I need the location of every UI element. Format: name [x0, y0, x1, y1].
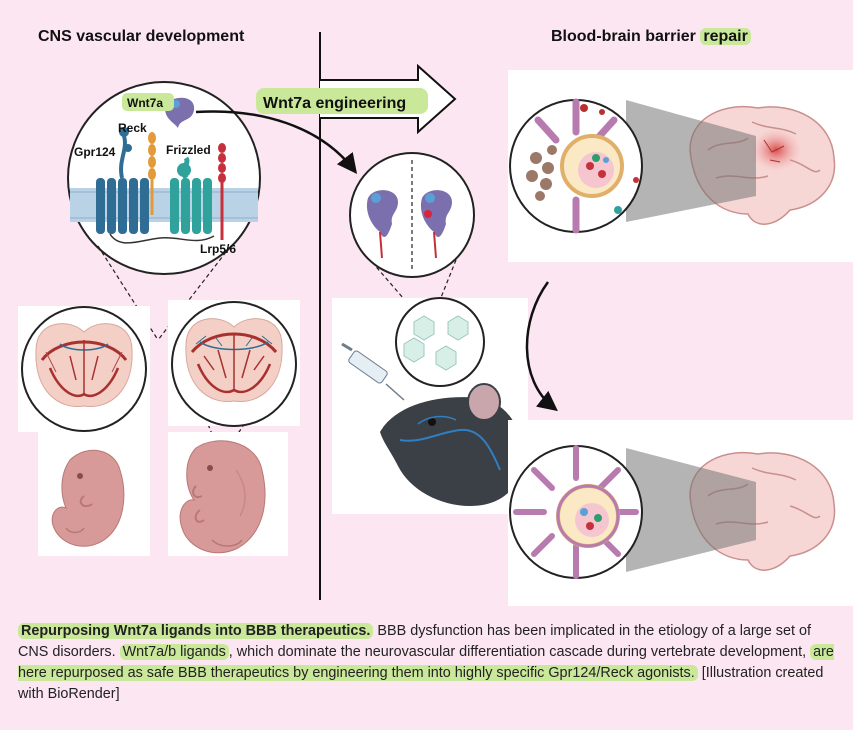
brain-section-2: [171, 301, 297, 427]
label-gpr124: Gpr124: [74, 145, 116, 159]
caption-highlight-1: Wnt7a/b ligands: [119, 644, 229, 660]
sealed-vessel-circle: [509, 445, 643, 579]
diagram-canvas: Wnt7a engineering: [18, 32, 853, 606]
label-wnt7a: Wnt7a: [127, 96, 163, 110]
label-lrp: Lrp5/6: [200, 242, 236, 256]
arrow-label-bg: [256, 88, 428, 114]
embryo-late: [179, 440, 266, 554]
zoom-wedge-bottom: [626, 448, 756, 572]
receptor-complex-circle: [67, 81, 261, 275]
wnt7a-to-engineered-arrow: [195, 110, 358, 174]
mouse: [380, 383, 523, 506]
label-reck: Reck: [118, 121, 147, 135]
caption-part-1: BBB dysfunction has been implicated in t…: [18, 623, 811, 660]
wnt7a-label-bg: [122, 93, 174, 111]
syringe: [341, 342, 405, 401]
arrow-label: Wnt7a engineering: [263, 95, 406, 112]
caption-part-3: [Illustration created with BioRender]: [18, 665, 824, 702]
vial-circle: [395, 297, 485, 387]
right-title: Blood-brain barrier repair: [551, 28, 751, 46]
caption-part-2: , which dominate the neurovascular diffe…: [228, 644, 811, 660]
right-title-highlight: repair: [700, 28, 751, 45]
repair-arrow: [525, 281, 558, 412]
embryo-early: [51, 449, 125, 547]
zoom-wedge-top: [626, 100, 756, 222]
caption: Repurposing Wnt7a ligands into BBB thera…: [18, 621, 844, 705]
caption-bold: Repurposing Wnt7a ligands into BBB thera…: [18, 623, 374, 639]
zoom-lines-center: [371, 259, 457, 307]
left-title: CNS vascular development: [38, 28, 245, 45]
label-frizzled: Frizzled: [166, 143, 211, 157]
engineered-ligands-circle: [349, 152, 475, 278]
brain-section-1: [21, 306, 147, 432]
right-title-main: Blood-brain barrier: [551, 28, 696, 45]
leaky-vessel-circle: [509, 98, 643, 234]
